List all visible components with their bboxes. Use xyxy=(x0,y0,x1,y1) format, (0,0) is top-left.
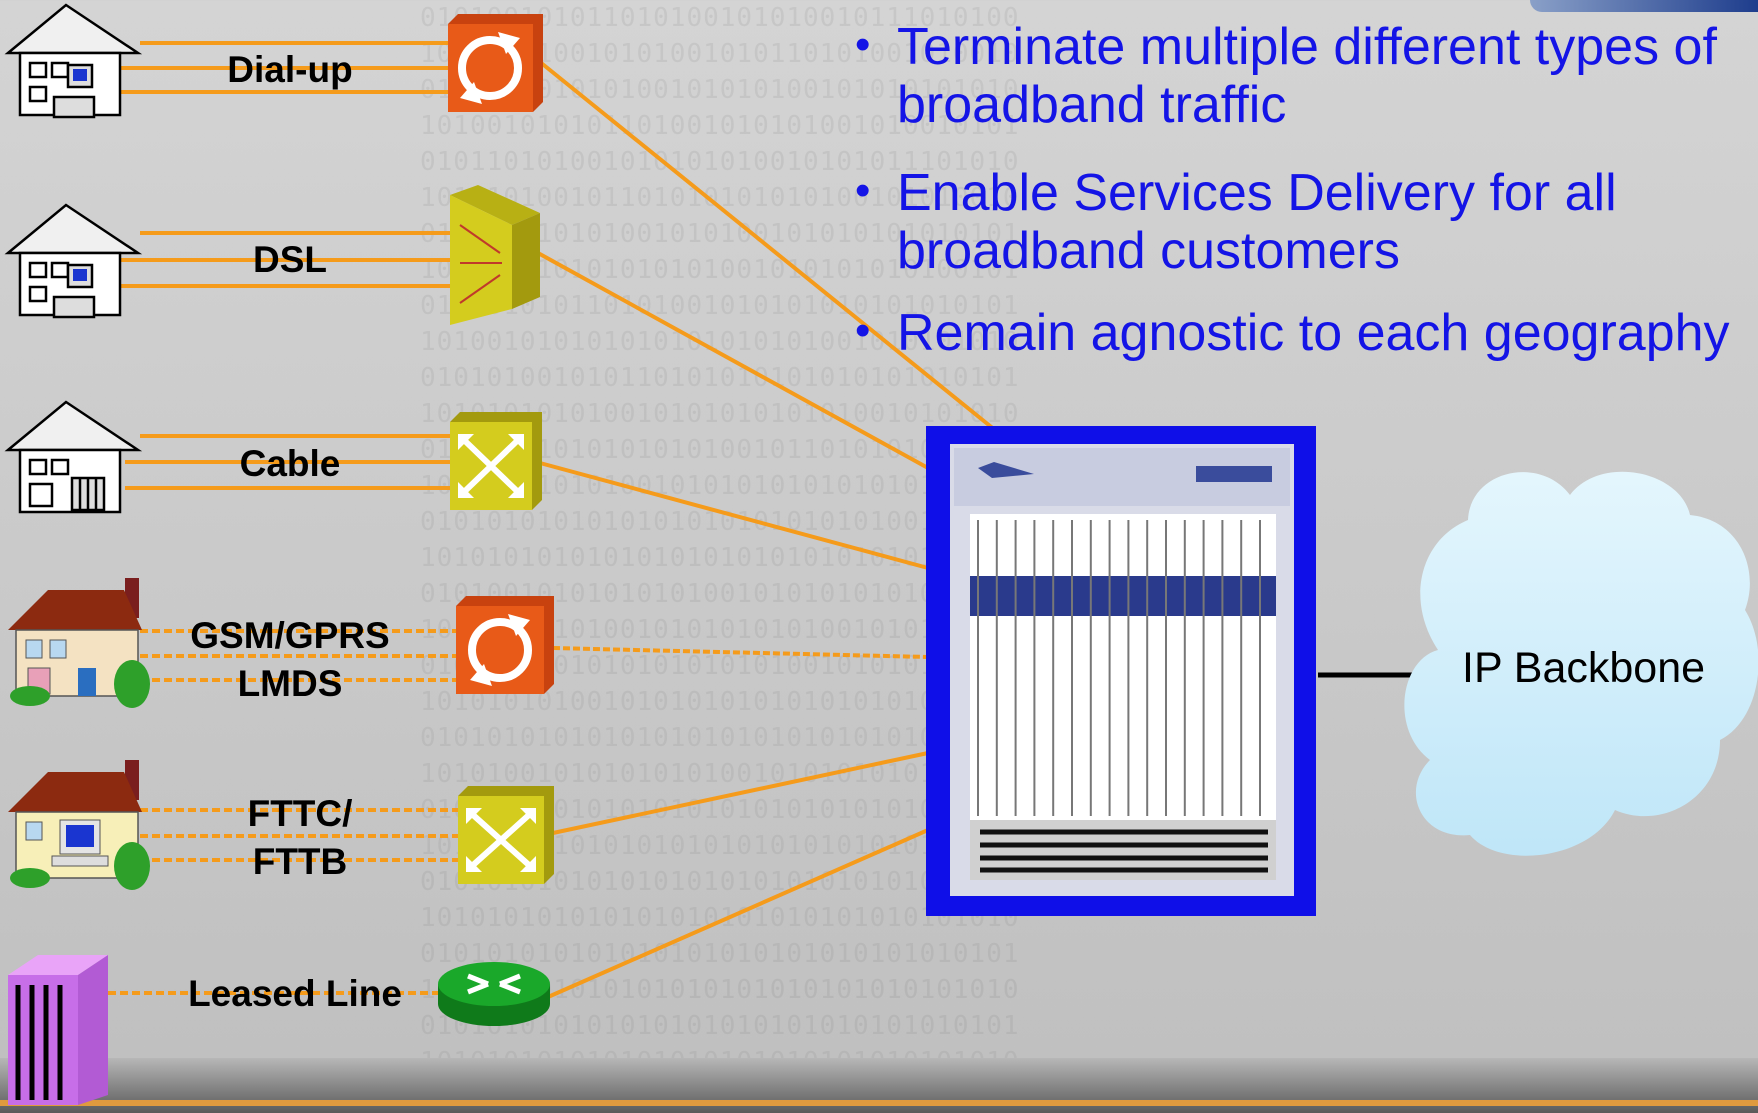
feature-bullet-list: Terminate multiple different types of br… xyxy=(855,16,1755,392)
access-label-cable: Cable xyxy=(239,443,341,484)
access-label-dsl: DSL xyxy=(253,239,327,280)
access-label-leased: Leased Line xyxy=(188,973,402,1014)
bullet-item: Remain agnostic to each geography xyxy=(855,302,1755,362)
bullet-item: Terminate multiple different types of br… xyxy=(855,16,1755,134)
yellow-switch-icon xyxy=(450,412,542,510)
house-icon xyxy=(8,578,150,708)
router-icon xyxy=(438,962,550,1026)
model-badge xyxy=(1196,466,1272,482)
uplink-leased xyxy=(547,828,929,999)
house-icon xyxy=(4,3,143,119)
uplink-dsl xyxy=(537,251,929,470)
router-chassis xyxy=(926,426,1316,916)
chassis-slots xyxy=(977,520,1261,816)
vendor-logo xyxy=(978,462,1034,478)
bottom-accent-line xyxy=(0,1100,1758,1106)
house-icon xyxy=(8,760,150,890)
access-label-gsm: GSM/GPRS LMDS xyxy=(190,615,390,704)
bullet-item: Enable Services Delivery for all broadba… xyxy=(855,162,1755,280)
house-icon xyxy=(4,400,143,514)
uplink-dialup xyxy=(538,60,997,432)
access-label-dialup: Dial-up xyxy=(227,49,353,90)
building-icon xyxy=(8,955,108,1105)
uplink-fttc xyxy=(552,751,929,835)
orange-switch-icon xyxy=(448,14,543,112)
backbone-label: IP Backbone xyxy=(1462,644,1706,692)
uplink-gsm xyxy=(552,646,929,659)
access-lines xyxy=(108,41,458,995)
access-label-fttc: FTTC/ FTTB xyxy=(247,793,353,882)
orange-switch-icon xyxy=(456,596,554,694)
corner-logo xyxy=(1530,0,1758,12)
uplink-lines xyxy=(537,60,997,999)
yellow-switch-icon xyxy=(458,786,554,884)
house-icon xyxy=(4,203,143,319)
uplink-cable xyxy=(539,461,929,570)
dsl-multiplexer-icon xyxy=(450,185,540,325)
cloud-icon xyxy=(1404,471,1758,856)
